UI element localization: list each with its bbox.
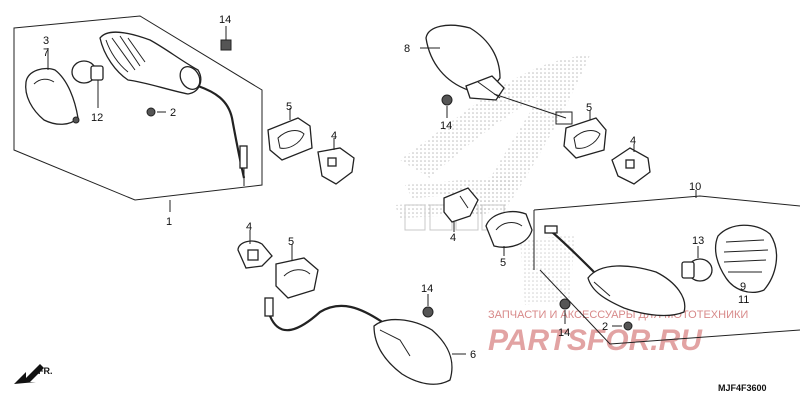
diagram-code: MJF4F3600	[718, 383, 767, 393]
connector-1	[239, 145, 248, 169]
callout-2b: 2	[602, 321, 608, 333]
screw-14c	[559, 298, 571, 324]
screw-14d	[422, 294, 434, 318]
turn-signal-housing-8	[425, 24, 505, 101]
turn-signal-housing-10	[587, 265, 686, 317]
screw-14b	[441, 94, 453, 118]
callout-4b: 4	[630, 135, 636, 147]
callout-4c: 4	[450, 232, 456, 244]
callout-14a: 14	[219, 14, 231, 26]
callout-14d: 14	[421, 283, 433, 295]
grommet-5d	[275, 244, 319, 299]
callout-10: 10	[689, 181, 701, 193]
callout-5a: 5	[286, 101, 292, 113]
callout-4d: 4	[246, 221, 252, 233]
callout-3: 3	[43, 35, 49, 47]
watermark-line1: ЗАПЧАСТИ И АКСЕССУАРЫ ДЛЯ МОТОТЕХНИКИ	[488, 309, 748, 321]
assembly-box-1	[13, 15, 263, 212]
callout-11: 11	[738, 294, 749, 306]
bulb-13	[681, 246, 713, 282]
turn-signal-housing-6	[373, 318, 453, 385]
connector-6	[264, 297, 274, 317]
front-arrow-icon: FR.	[14, 364, 53, 384]
turn-signal-housing-1	[99, 31, 202, 95]
callout-5b: 5	[586, 102, 592, 114]
grommet-5c	[485, 211, 533, 256]
front-label: FR.	[38, 366, 53, 376]
turn-signal-lens-9	[714, 224, 778, 293]
grommet-5b	[563, 110, 607, 159]
callout-13: 13	[692, 235, 704, 247]
callout-2a: 2	[170, 107, 176, 119]
bracket-4c	[443, 187, 479, 232]
callout-4a: 4	[331, 130, 337, 142]
callout-6: 6	[470, 349, 476, 361]
screw-2b	[612, 321, 633, 331]
callout-8: 8	[404, 43, 410, 55]
callout-1: 1	[166, 216, 172, 228]
callout-14c: 14	[558, 327, 570, 339]
bracket-4a	[317, 138, 355, 185]
screw-14a	[220, 26, 232, 51]
callout-9: 9	[740, 281, 746, 293]
bracket-4d	[237, 230, 273, 269]
callout-5d: 5	[288, 236, 294, 248]
callout-12: 12	[91, 112, 103, 124]
screw-2a	[146, 107, 166, 117]
turn-signal-lens-3	[25, 48, 80, 125]
grommet-5a	[267, 108, 313, 161]
bracket-4b	[611, 144, 651, 185]
assembly-box-10	[533, 190, 800, 345]
callout-7: 7	[43, 47, 49, 59]
callout-14b: 14	[440, 120, 452, 132]
callout-5c: 5	[500, 257, 506, 269]
bulb-12	[71, 60, 104, 108]
